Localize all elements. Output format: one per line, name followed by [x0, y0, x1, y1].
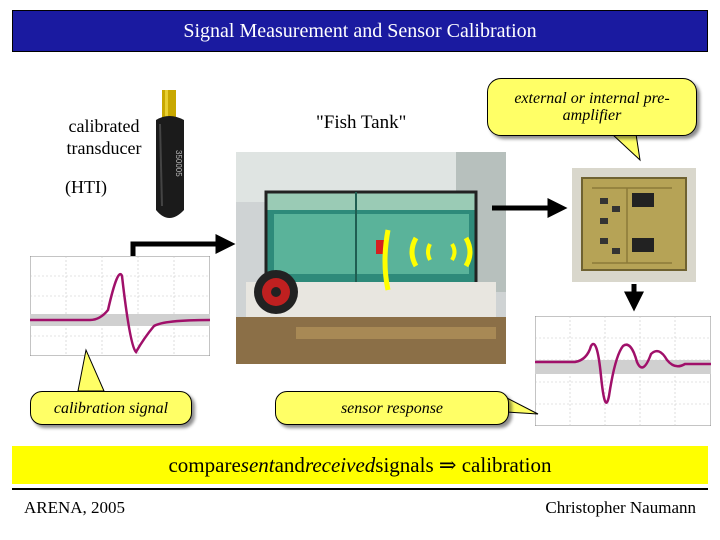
banner-text-1: compare — [168, 452, 241, 477]
banner-received: received — [304, 452, 376, 477]
callout-preamp-tail — [610, 133, 641, 162]
footer-author: Christopher Naumann — [545, 498, 696, 517]
summary-banner: compare sent and received signals ⇒ cali… — [12, 446, 708, 484]
page-title: Signal Measurement and Sensor Calibratio… — [183, 19, 537, 42]
title-bar: Signal Measurement and Sensor Calibratio… — [12, 10, 708, 52]
calibration-signal-callout: calibration signal — [30, 391, 192, 425]
footer-divider — [12, 488, 708, 490]
footer-event: ARENA, 2005 — [24, 498, 126, 517]
transducer-label: calibrated transducer — [66, 116, 142, 158]
banner-text-2: and — [274, 452, 305, 477]
arrow-transducer-to-tank — [130, 234, 236, 256]
callout-resp-tail — [506, 397, 539, 415]
preamplifier-callout: external or internal pre-amplifier — [487, 78, 697, 136]
sensor-response-plot — [535, 316, 711, 426]
callout-cal-tail — [77, 348, 105, 392]
fish-tank-label: "Fish Tank" — [316, 112, 407, 133]
sensor-response-callout: sensor response — [275, 391, 509, 425]
banner-sent: sent — [240, 452, 275, 477]
hti-label: (HTI) — [65, 177, 107, 197]
preamplifier-photo — [572, 168, 696, 282]
calibration-signal-plot — [30, 256, 210, 356]
transducer-serial: 350005 — [174, 150, 183, 177]
transducer-image: 350005 — [156, 90, 184, 218]
fish-tank-photo — [236, 152, 506, 364]
banner-text-3: signals ⇒ calibration — [375, 452, 552, 477]
